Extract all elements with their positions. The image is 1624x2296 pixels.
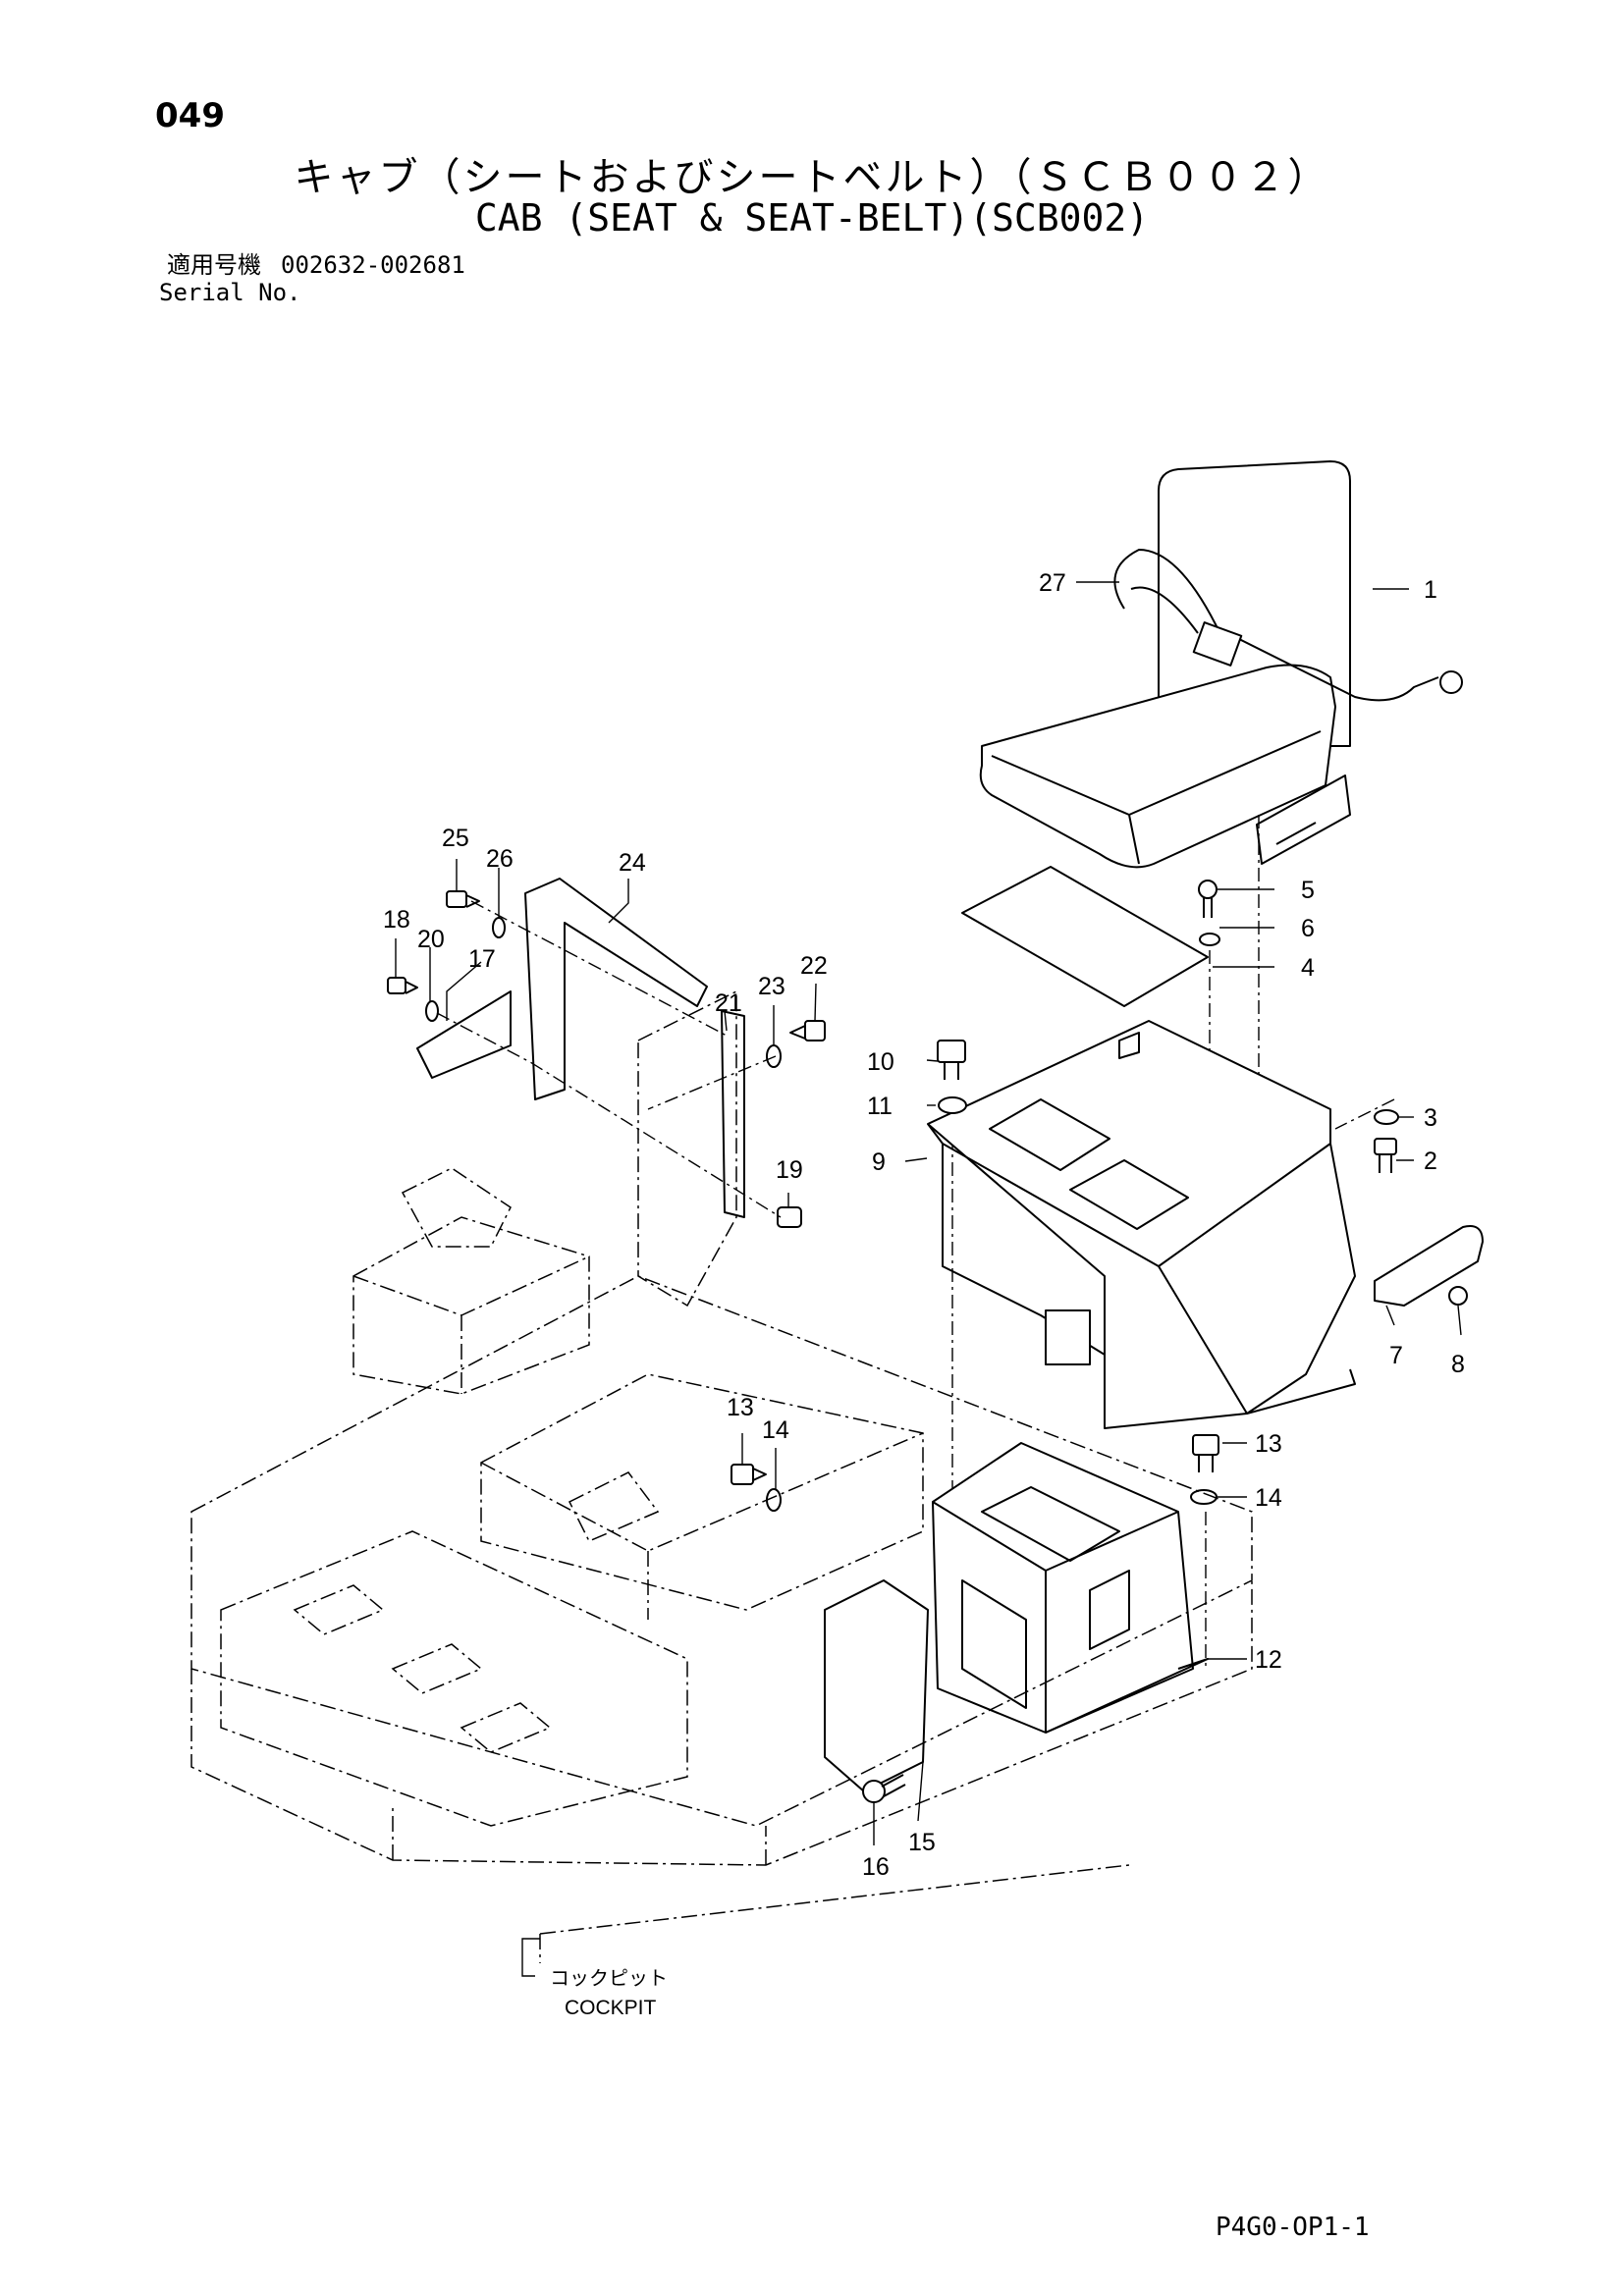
callout-leaders — [395, 581, 1462, 1977]
callout-14-mid: 14 — [762, 1416, 789, 1444]
seat-subframe — [932, 1442, 1209, 1734]
callout-11: 11 — [867, 1093, 893, 1120]
serial-label-jp: 適用号機 — [167, 251, 261, 279]
seat-stand — [927, 1020, 1356, 1429]
callout-19: 19 — [776, 1156, 803, 1184]
bolt-25 — [446, 890, 480, 908]
callout-13-right: 13 — [1255, 1430, 1282, 1458]
plate-21 — [721, 1010, 745, 1218]
callout-21: 21 — [715, 989, 742, 1017]
washer-3 — [1374, 1109, 1399, 1125]
seat-assembly — [979, 460, 1463, 869]
bolt-2 — [1374, 1138, 1397, 1173]
washer-20 — [425, 1000, 439, 1022]
bracket-24 — [524, 878, 708, 1100]
callout-15: 15 — [908, 1829, 936, 1856]
callout-5: 5 — [1301, 877, 1315, 904]
cockpit-label-jp: コックピット — [550, 1966, 668, 1990]
bolt-8 — [1448, 1286, 1468, 1306]
washer-11 — [938, 1096, 967, 1114]
plate-17 — [416, 990, 512, 1079]
cockpit-phantom — [190, 989, 1253, 1963]
cockpit-label-en: COCKPIT — [565, 1997, 657, 2019]
callout-14-right: 14 — [1255, 1484, 1282, 1512]
bolt-13-right — [1192, 1434, 1219, 1472]
cover-plate-15 — [824, 1579, 929, 1792]
title-japanese: キャブ（シートおよびシートベルト）（ＳＣＢ００２） — [294, 155, 1330, 200]
page-header: 049 キャブ（シートおよびシートベルト）（ＳＣＢ００２） CAB (SEAT … — [0, 0, 1624, 324]
bolt-18 — [387, 977, 418, 994]
page-number: 049 — [155, 96, 225, 135]
footer-code: P4G0-OP1-1 — [1216, 2213, 1370, 2242]
washer-14-right — [1190, 1489, 1218, 1505]
bolt-10 — [937, 1040, 966, 1080]
callout-7: 7 — [1389, 1342, 1403, 1369]
washer-6 — [1199, 933, 1220, 946]
callout-24: 24 — [619, 849, 646, 877]
washer-26 — [492, 917, 506, 938]
callout-1: 1 — [1424, 576, 1437, 604]
callout-18: 18 — [383, 906, 410, 934]
callout-6: 6 — [1301, 915, 1315, 942]
callout-2: 2 — [1424, 1148, 1437, 1175]
callout-4: 4 — [1301, 954, 1315, 982]
nut-19 — [777, 1206, 802, 1228]
callout-3: 3 — [1424, 1104, 1437, 1132]
washer-23 — [766, 1044, 782, 1068]
callout-23: 23 — [758, 973, 785, 1000]
callout-8: 8 — [1451, 1351, 1465, 1378]
bolt-5 — [1198, 880, 1218, 918]
callout-17: 17 — [468, 945, 496, 973]
callout-9: 9 — [872, 1148, 886, 1176]
callout-22: 22 — [800, 952, 828, 980]
bolt-13-mid — [731, 1464, 767, 1485]
handle-7 — [1374, 1225, 1484, 1307]
callout-20: 20 — [417, 926, 445, 953]
callout-13-mid: 13 — [727, 1394, 754, 1421]
callout-12: 12 — [1255, 1646, 1282, 1674]
bolt-22 — [789, 1020, 826, 1041]
callout-10: 10 — [867, 1048, 894, 1076]
serial-label-en: Serial No. — [159, 279, 301, 306]
serial-block: 適用号機 002632-002681 Serial No. — [159, 251, 465, 306]
callout-25: 25 — [442, 825, 469, 852]
seat-plate — [961, 866, 1209, 1007]
callout-27: 27 — [1039, 569, 1066, 597]
callout-26: 26 — [486, 845, 514, 873]
title-english: CAB (SEAT & SEAT-BELT)(SCB002) — [474, 196, 1150, 240]
callout-16: 16 — [862, 1853, 890, 1881]
serial-range: 002632-002681 — [281, 251, 465, 279]
